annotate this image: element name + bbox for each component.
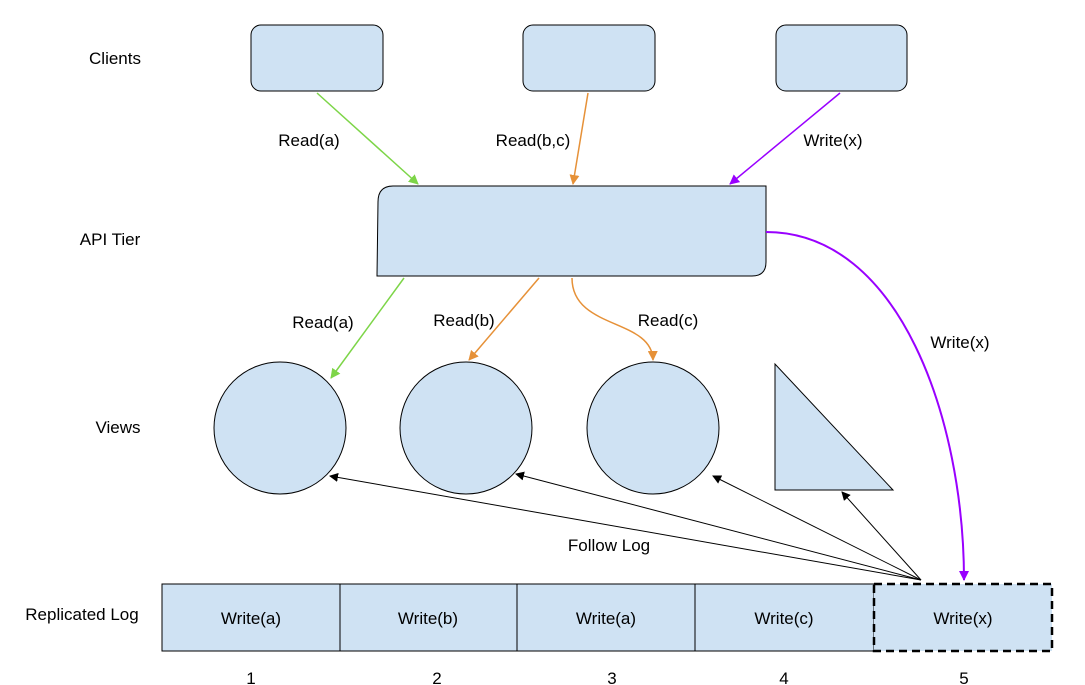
client-node-2 <box>522 24 656 92</box>
edge-label-api-read-b: Read(b) <box>433 311 494 330</box>
arrow-client-read-a <box>316 92 419 185</box>
log-cell-3 <box>516 583 696 652</box>
log-index-1: 1 <box>246 669 255 685</box>
log-cell-1 <box>161 583 341 652</box>
view-circle-1 <box>213 361 347 495</box>
arrow-follow-log-1 <box>329 472 922 581</box>
view-circle-3 <box>586 361 720 495</box>
arrow-follow-log-4 <box>841 491 922 581</box>
arrow-api-read-a <box>330 277 405 379</box>
log-cell-2 <box>339 583 518 652</box>
log-entry-5: Write(x) <box>933 609 992 628</box>
view-circle-2 <box>399 361 533 495</box>
layer-label-views: Views <box>95 418 140 437</box>
edge-label-api-read-c: Read(c) <box>638 311 698 330</box>
client-node-1 <box>250 24 384 92</box>
edge-label-client-read-bc: Read(b,c) <box>496 131 571 150</box>
arrow-api-write-x <box>765 231 969 581</box>
arrow-api-read-b <box>468 277 540 361</box>
log-cell-5 <box>872 582 1054 653</box>
arrow-follow-log-3 <box>712 475 922 581</box>
edge-label-follow-log: Follow Log <box>568 536 650 555</box>
arrow-api-read-c <box>571 277 658 361</box>
view-triangle <box>774 362 895 491</box>
log-index-5: 5 <box>959 669 968 685</box>
log-index-2: 2 <box>432 669 441 685</box>
layer-label-replicated-log: Replicated Log <box>25 605 138 624</box>
edge-label-api-read-a: Read(a) <box>292 313 353 332</box>
arrow-client-write-x <box>729 92 841 185</box>
edge-label-client-write-x: Write(x) <box>803 131 862 150</box>
arrow-follow-log-2 <box>515 471 922 581</box>
log-index-3: 3 <box>607 669 616 685</box>
edge-label-api-write-x: Write(x) <box>930 333 989 352</box>
log-index-4: 4 <box>779 669 788 685</box>
client-node-3 <box>775 24 908 92</box>
arrow-client-read-bc <box>569 92 589 185</box>
log-entry-1: Write(a) <box>221 609 281 628</box>
layer-label-clients: Clients <box>89 49 141 68</box>
log-entry-4: Write(c) <box>754 609 813 628</box>
log-entry-2: Write(b) <box>398 609 458 628</box>
log-cell-4 <box>694 583 875 652</box>
log-entry-3: Write(a) <box>576 609 636 628</box>
edge-label-client-read-a: Read(a) <box>278 131 339 150</box>
api-tier-node <box>376 185 767 277</box>
layer-label-api-tier: API Tier <box>80 230 141 249</box>
